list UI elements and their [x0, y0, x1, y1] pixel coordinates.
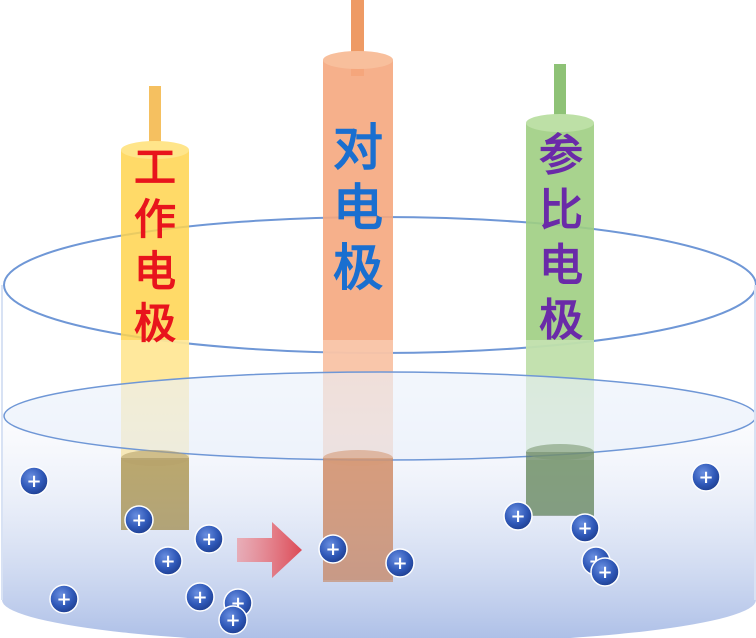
cation: + [590, 557, 620, 587]
ion-migration-arrow [237, 522, 302, 578]
cation: + [124, 505, 154, 535]
electrolyte-surface [3, 371, 756, 461]
cation: + [318, 534, 348, 564]
working-electrode-label-char: 电 [134, 247, 176, 296]
cation: + [19, 466, 49, 496]
cation-charge: + [325, 539, 340, 560]
counter-electrode-label-char: 对 [333, 119, 383, 177]
counter-electrode-label-char: 电 [333, 179, 383, 237]
cation-charge: + [56, 589, 71, 610]
counter-electrode-label: 对电极 [333, 119, 383, 297]
cation-charge: + [698, 467, 713, 488]
cation-charge: + [392, 553, 407, 574]
reference-electrode-label-char: 比 [539, 185, 583, 236]
cation-charge: + [510, 506, 525, 527]
cations: +++++++++++++++ [19, 462, 721, 635]
cation: + [570, 513, 600, 543]
reference-electrode-label-char: 极 [539, 295, 583, 346]
working-electrode-label-char: 极 [134, 299, 176, 348]
cation: + [691, 462, 721, 492]
cation-charge: + [131, 510, 146, 531]
cation-charge: + [192, 587, 207, 608]
cation-charge: + [26, 471, 41, 492]
reference-electrode-label-char: 电 [539, 240, 583, 291]
cation-charge: + [160, 551, 175, 572]
cation-charge: + [597, 562, 612, 583]
working-electrode-label-char: 工 [134, 143, 176, 192]
reference-electrode-lead [554, 64, 566, 130]
reference-electrode-label-char: 参 [539, 130, 583, 181]
working-electrode-label-char: 作 [134, 195, 176, 244]
cation-charge: + [577, 518, 592, 539]
working-electrode-lead [149, 86, 161, 158]
cation: + [194, 524, 224, 554]
cation: + [218, 605, 248, 635]
cation: + [153, 546, 183, 576]
cation-charge: + [201, 529, 216, 550]
cation: + [185, 582, 215, 612]
cation-charge: + [225, 610, 240, 631]
cation: + [385, 548, 415, 578]
cation: + [49, 584, 79, 614]
counter-electrode-label-char: 极 [333, 239, 383, 297]
cation: + [503, 501, 533, 531]
